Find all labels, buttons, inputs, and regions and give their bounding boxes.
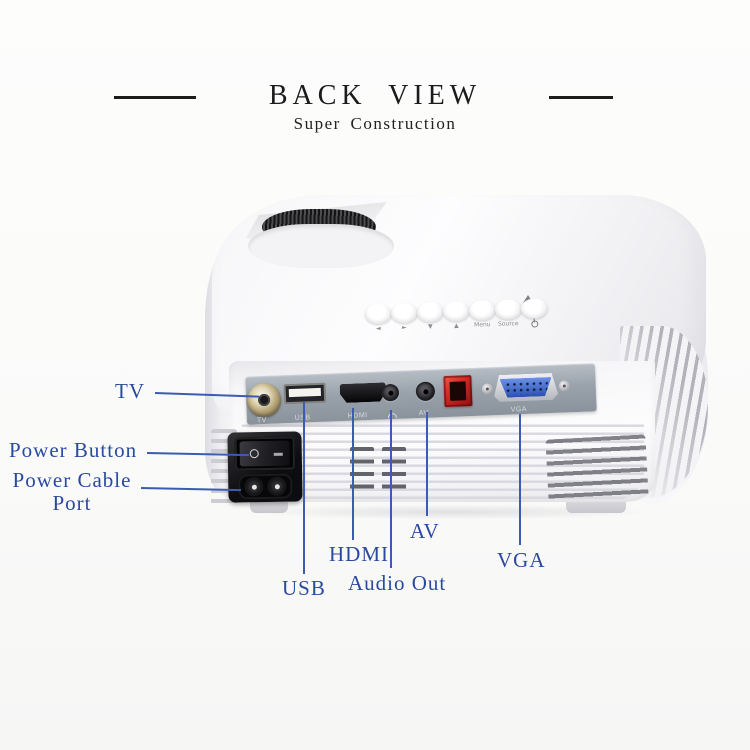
- hdmi-port: [340, 382, 387, 403]
- audio-out-annotation-label: Audio Out: [348, 571, 447, 595]
- button-menu: Menu: [467, 299, 496, 330]
- left-arrow-icon: ◄: [375, 324, 381, 333]
- right-arrow-icon: ►: [401, 324, 407, 332]
- power-module: [227, 431, 303, 503]
- hdmi-port-label: HDMI: [347, 412, 368, 420]
- page-title: BACK VIEW: [268, 80, 482, 111]
- vga-screw-right: [558, 380, 571, 392]
- av-jack: [415, 381, 436, 402]
- vga-callout-line: [519, 414, 521, 545]
- vga-connector: [499, 377, 552, 398]
- power-cable-port-annotation-label: Power Cable Port: [4, 469, 140, 515]
- tv-coax-port: [246, 382, 282, 418]
- vents-right-lower: [545, 434, 649, 502]
- vga-port-label: VGA: [510, 405, 528, 414]
- right-button-cap: [390, 302, 418, 324]
- source-button-cap: [493, 299, 522, 320]
- button-left: ◄: [364, 303, 393, 334]
- source-button-label: Source: [497, 320, 519, 328]
- vga-screw-left: [481, 383, 494, 395]
- up-arrow-icon: ▲: [453, 322, 459, 330]
- focus-wheel-mask: [248, 224, 394, 268]
- down-arrow-icon: ▼: [427, 323, 433, 331]
- left-button-cap: [364, 303, 392, 325]
- audio-out-jack: [381, 383, 400, 402]
- audio-out-callout-line: [390, 410, 392, 568]
- up-button-cap: [442, 300, 470, 322]
- page-subtitle: Super Construction: [293, 114, 457, 133]
- av-callout-line: [426, 412, 428, 516]
- power-icon: [530, 320, 538, 328]
- button-up: ▲: [442, 300, 471, 331]
- vga-port: [479, 370, 572, 406]
- button-down: ▼: [416, 301, 445, 332]
- power-cable-line1: Power Cable: [12, 468, 132, 492]
- power-button-annotation-label: Power Button: [9, 438, 138, 462]
- inlet-hole-right: [267, 476, 287, 496]
- inlet-hole-left: [244, 477, 264, 497]
- tv-port-label: TV: [256, 416, 267, 425]
- vent-slots-center: [350, 447, 406, 495]
- usb-callout-line: [303, 402, 305, 574]
- button-source: Source: [493, 299, 522, 329]
- button-power: [519, 298, 548, 328]
- button-right: ►: [390, 302, 419, 333]
- power-button-cap: [519, 298, 548, 320]
- down-button-cap: [416, 301, 444, 323]
- title-rule-left: [114, 96, 196, 99]
- power-off-mark-icon: [249, 449, 259, 459]
- menu-button-cap: [467, 299, 496, 321]
- power-cable-inlet: [238, 473, 293, 500]
- hdmi-annotation-label: HDMI: [329, 542, 389, 566]
- power-on-mark-icon: [273, 452, 283, 456]
- av-annotation-label: AV: [410, 519, 440, 543]
- hdmi-callout-line: [352, 408, 354, 540]
- red-square-port: [443, 375, 473, 408]
- tv-port-hole: [257, 393, 271, 407]
- ground-shadow: [238, 504, 662, 520]
- tv-annotation-label: TV: [115, 379, 145, 403]
- menu-button-label: Menu: [473, 321, 491, 329]
- vga-annotation-label: VGA: [497, 548, 546, 572]
- usb-annotation-label: USB: [282, 576, 326, 600]
- title-rule-right: [549, 96, 613, 99]
- power-cable-line2: Port: [52, 491, 92, 515]
